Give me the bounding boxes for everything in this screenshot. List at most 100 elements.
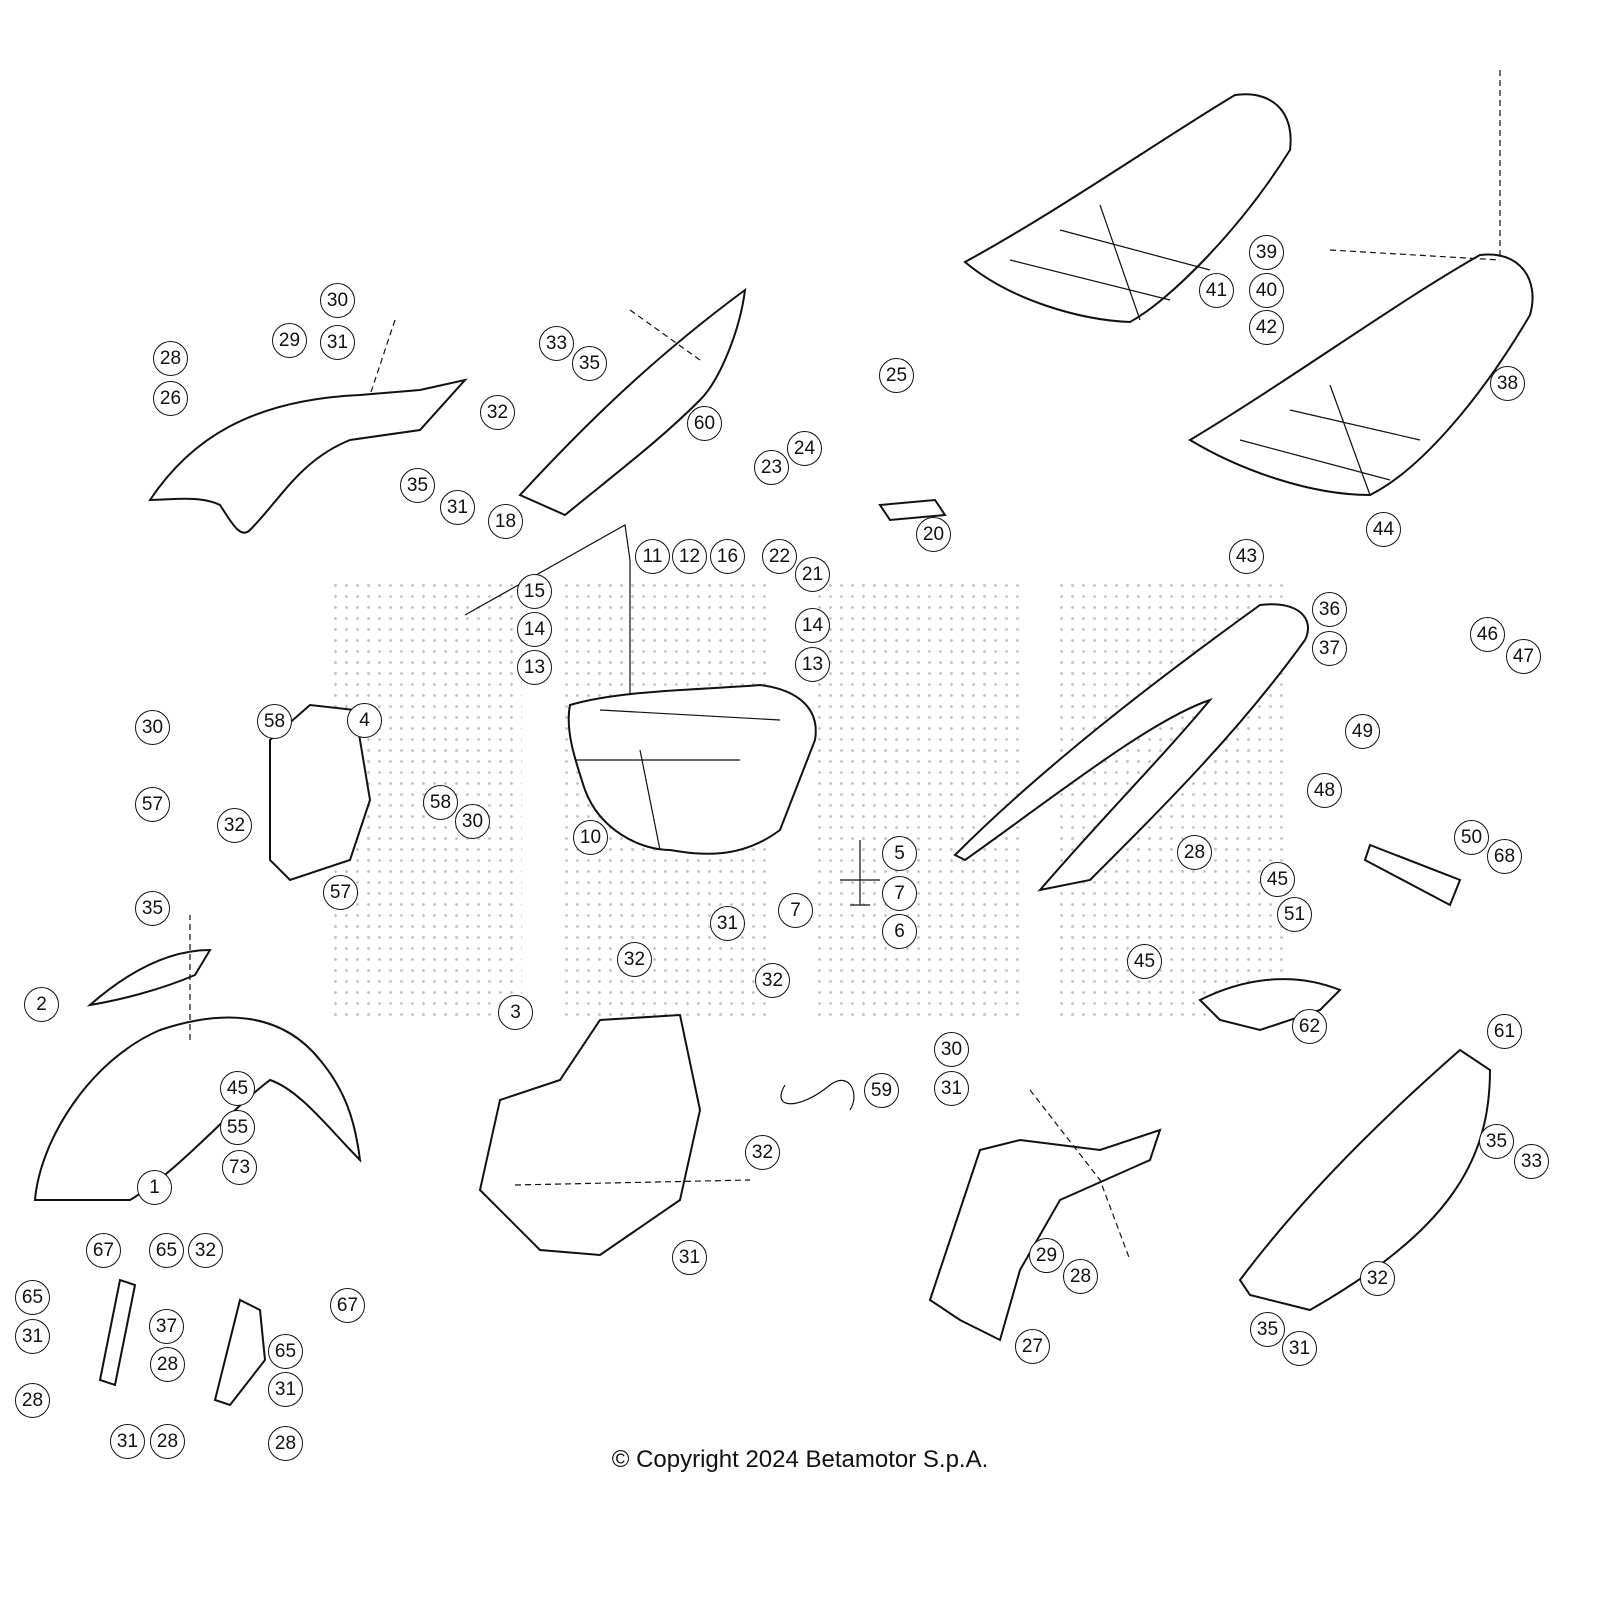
part-callout[interactable]: 29 [1029,1238,1064,1273]
part-callout[interactable]: 13 [517,650,552,685]
part-callout[interactable]: 62 [1292,1009,1327,1044]
part-callout[interactable]: 3 [498,995,533,1030]
part-callout[interactable]: 6 [882,914,917,949]
part-callout[interactable]: 73 [222,1150,257,1185]
part-callout[interactable]: 68 [1487,839,1522,874]
part-callout[interactable]: 12 [672,539,707,574]
part-fuel-pump-5 [840,840,880,906]
part-callout[interactable]: 1 [137,1170,172,1205]
part-callout[interactable]: 10 [573,820,608,855]
part-fork-guard-left-65 [98,1278,137,1387]
part-callout[interactable]: 41 [1199,273,1234,308]
part-callout[interactable]: 29 [272,323,307,358]
part-callout[interactable]: 65 [149,1233,184,1268]
part-callout[interactable]: 67 [86,1233,121,1268]
part-callout[interactable]: 31 [268,1372,303,1407]
part-callout[interactable]: 37 [149,1309,184,1344]
part-callout[interactable]: 33 [539,326,574,361]
part-callout[interactable]: 35 [1479,1124,1514,1159]
part-callout[interactable]: 26 [153,381,188,416]
part-callout[interactable]: 57 [323,875,358,910]
part-callout[interactable]: 59 [864,1073,899,1108]
part-callout[interactable]: 32 [755,963,790,998]
part-side-cover-61 [1238,1048,1492,1312]
part-callout[interactable]: 31 [710,906,745,941]
part-callout[interactable]: 38 [1490,366,1525,401]
part-callout[interactable]: 4 [347,703,382,738]
part-callout[interactable]: 36 [1312,592,1347,627]
part-callout[interactable]: 47 [1506,639,1541,674]
part-callout[interactable]: 48 [1307,773,1342,808]
part-callout[interactable]: 31 [1282,1331,1317,1366]
part-callout[interactable]: 43 [1229,539,1264,574]
part-callout[interactable]: 28 [153,341,188,376]
part-callout[interactable]: 18 [488,504,523,539]
part-callout[interactable]: 7 [882,876,917,911]
part-callout[interactable]: 32 [617,942,652,977]
part-callout[interactable]: 20 [916,517,951,552]
part-callout[interactable]: 58 [423,785,458,820]
part-callout[interactable]: 30 [455,804,490,839]
part-callout[interactable]: 31 [110,1424,145,1459]
part-callout[interactable]: 35 [572,346,607,381]
part-callout[interactable]: 28 [150,1424,185,1459]
part-callout[interactable]: 27 [1015,1329,1050,1364]
part-callout[interactable]: 30 [320,283,355,318]
part-callout[interactable]: 28 [15,1383,50,1418]
part-callout[interactable]: 46 [1470,617,1505,652]
part-callout[interactable]: 57 [135,787,170,822]
part-callout[interactable]: 50 [1454,820,1489,855]
part-callout[interactable]: 61 [1487,1014,1522,1049]
part-callout[interactable]: 55 [220,1110,255,1145]
part-callout[interactable]: 31 [934,1071,969,1106]
part-callout[interactable]: 11 [635,539,670,574]
part-callout[interactable]: 65 [15,1280,50,1315]
part-callout[interactable]: 28 [150,1347,185,1382]
part-callout[interactable]: 33 [1514,1144,1549,1179]
part-callout[interactable]: 30 [135,710,170,745]
part-callout[interactable]: 35 [1250,1312,1285,1347]
part-callout[interactable]: 2 [24,987,59,1022]
part-callout[interactable]: 44 [1366,512,1401,547]
part-callout[interactable]: 31 [672,1240,707,1275]
part-callout[interactable]: 16 [710,539,745,574]
part-callout[interactable]: 24 [787,431,822,466]
part-callout[interactable]: 31 [15,1319,50,1354]
part-callout[interactable]: 31 [320,325,355,360]
part-callout[interactable]: 28 [1063,1259,1098,1294]
part-callout[interactable]: 28 [1177,835,1212,870]
part-callout[interactable]: 14 [795,608,830,643]
part-callout[interactable]: 21 [795,557,830,592]
part-callout[interactable]: 65 [268,1334,303,1369]
part-callout[interactable]: 15 [517,574,552,609]
part-callout[interactable]: 42 [1249,310,1284,345]
part-callout[interactable]: 37 [1312,631,1347,666]
part-callout[interactable]: 13 [795,647,830,682]
part-callout[interactable]: 14 [517,612,552,647]
part-callout[interactable]: 28 [268,1426,303,1461]
part-callout[interactable]: 32 [1360,1261,1395,1296]
part-callout[interactable]: 35 [400,468,435,503]
part-callout[interactable]: 7 [778,893,813,928]
part-callout[interactable]: 32 [480,395,515,430]
part-callout[interactable]: 31 [440,490,475,525]
part-callout[interactable]: 45 [1260,862,1295,897]
part-callout[interactable]: 25 [879,358,914,393]
part-callout[interactable]: 32 [745,1135,780,1170]
part-callout[interactable]: 32 [188,1233,223,1268]
part-callout[interactable]: 45 [1127,944,1162,979]
part-callout[interactable]: 32 [217,808,252,843]
part-callout[interactable]: 35 [135,891,170,926]
part-callout[interactable]: 40 [1249,273,1284,308]
part-callout[interactable]: 22 [762,539,797,574]
part-callout[interactable]: 58 [257,704,292,739]
part-callout[interactable]: 30 [934,1032,969,1067]
part-callout[interactable]: 23 [754,450,789,485]
part-callout[interactable]: 39 [1249,235,1284,270]
part-callout[interactable]: 51 [1277,897,1312,932]
part-callout[interactable]: 60 [687,406,722,441]
part-callout[interactable]: 67 [330,1288,365,1323]
part-callout[interactable]: 49 [1345,714,1380,749]
part-callout[interactable]: 45 [220,1071,255,1106]
part-callout[interactable]: 5 [882,836,917,871]
